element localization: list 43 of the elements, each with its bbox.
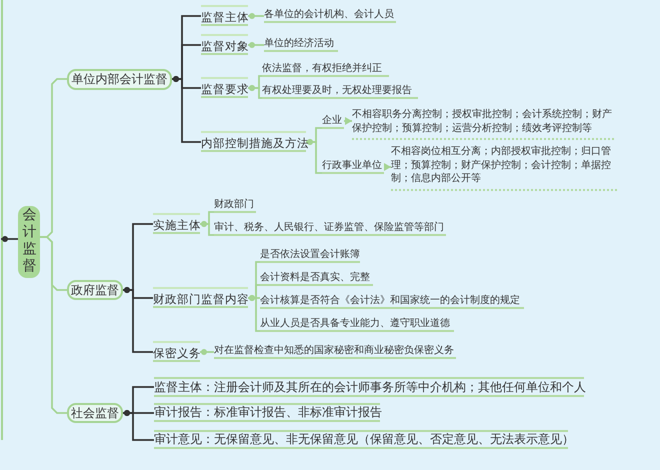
root-topic: 会计监督	[18, 206, 40, 278]
connector	[248, 13, 264, 19]
detail-text: 企业	[322, 113, 344, 129]
subtopic-label: 实施主体	[153, 213, 200, 234]
connector	[123, 410, 154, 441]
connector	[248, 85, 262, 99]
detail-text: 从业人员是否具备专业能力、遵守职业道德	[260, 316, 454, 332]
detail-text: 审计意见：无保留意见、非无保留意见（保留意见、否定意见、无法表示意见）	[154, 430, 568, 449]
topic-box: 政府监督	[67, 280, 123, 300]
subtopic-label: 保密义务	[153, 341, 200, 362]
detail-text: 会计核算是否符合《会计法》和国家统一的会计制度的规定	[260, 292, 524, 309]
connector	[172, 76, 201, 143]
detail-text: 不相容岗位相互分离；内部授权审批控制；归口管理；预算控制；财产保护控制；会计控制；单据控制；信息内部公开等	[391, 145, 617, 191]
subtopic-label: 监督要求	[201, 77, 248, 98]
detail-text: 监督主体：注册会计师及其所在的会计师事务所等中介机构；其他任何单位和个人	[154, 377, 584, 397]
detail-text: 审计、税务、人民银行、证券监管、保险监管等部门	[214, 219, 446, 236]
detail-text: 单位的经济活动	[264, 36, 338, 52]
connector	[200, 349, 214, 355]
connector	[1, 236, 18, 242]
subtopic-label: 监督主体	[201, 5, 248, 26]
detail-text: 是否依法设置会计账簿	[260, 247, 360, 263]
detail-text: 依法监督，有权拒绝并纠正	[262, 61, 389, 77]
connector	[384, 163, 391, 171]
connector	[248, 295, 260, 332]
subtopic-label: 内部控制措施及方法	[201, 131, 306, 152]
connector	[248, 42, 264, 48]
detail-text: 对在监督检查中知悉的国家秘密和商业秘密负保密义务	[214, 344, 456, 359]
detail-text: 各单位的会计机构、会计人员	[264, 7, 396, 23]
detail-text: 不相容职务分离控制；授权审批控制；会计系统控制；财产保护控制；预算控制；运营分析控制；绩效考评控制等	[352, 108, 614, 140]
detail-text: 会计资料是否真实、完整	[260, 270, 373, 286]
detail-text: 行政事业单位	[322, 158, 384, 174]
connector	[306, 139, 322, 174]
connector	[200, 221, 214, 236]
topic-box: 社会监督	[67, 403, 123, 423]
detail-text: 有权处理要及时，无权处理要报告	[262, 83, 418, 99]
detail-text: 财政部门	[214, 198, 256, 213]
subtopic-label: 财政部门监督内容	[153, 287, 248, 308]
connector	[123, 287, 153, 353]
detail-text: 审计报告：标准审计报告、非标准审计报告	[154, 403, 380, 422]
connector	[344, 117, 352, 125]
subtopic-label: 监督对象	[201, 34, 248, 55]
connector	[40, 236, 67, 414]
topic-box: 单位内部会计监督	[67, 69, 172, 90]
